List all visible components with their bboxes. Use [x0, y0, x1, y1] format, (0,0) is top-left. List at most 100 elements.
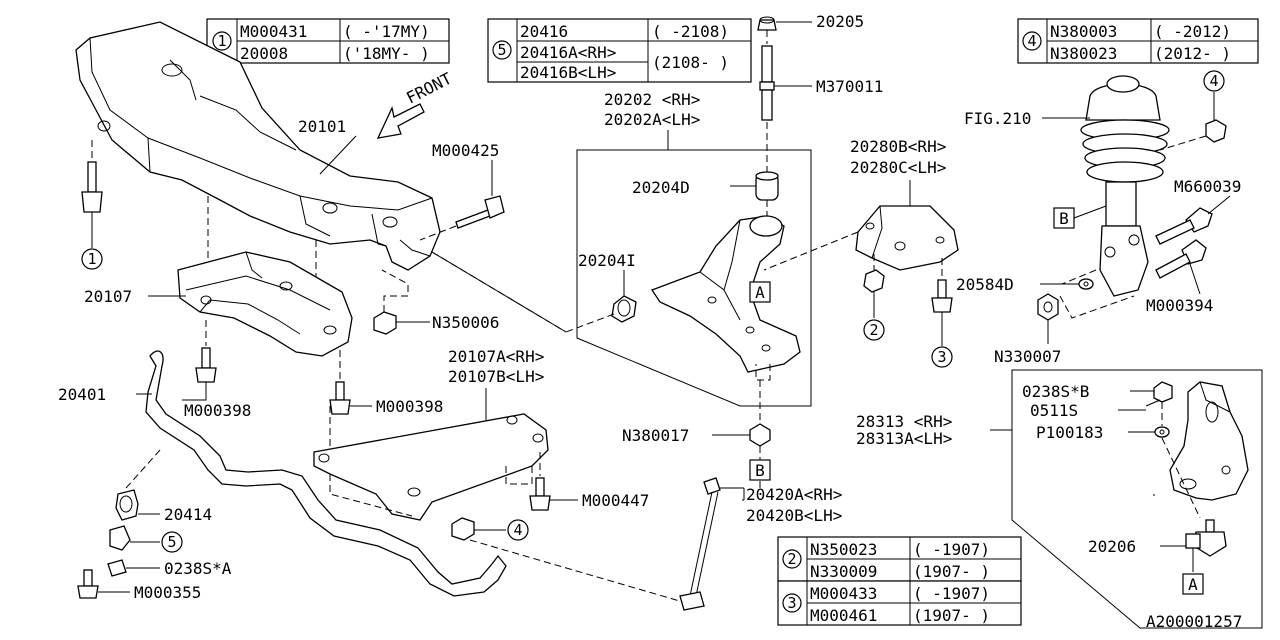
- table-4-range-2: (2012- ): [1154, 44, 1231, 63]
- table-1: 1 M000431 ( -'17MY) 20008 ('18MY- ): [206, 18, 450, 64]
- table-3-part-1: M000433: [810, 584, 877, 603]
- bushing-20204d: [730, 171, 779, 201]
- pin-0511s: [1118, 399, 1161, 411]
- table-2-part-2: N330009: [810, 562, 877, 581]
- bolt-m370011: [757, 16, 812, 424]
- label-m000355: M000355: [134, 583, 201, 602]
- label-0238s-a: 0238S*A: [164, 559, 232, 578]
- front-arrow: FRONT: [376, 69, 455, 139]
- nut-n330007: [1037, 293, 1059, 344]
- label-m000447: M000447: [582, 491, 649, 510]
- bolt-m000394: [1155, 239, 1207, 295]
- label-20205: 20205: [816, 12, 864, 31]
- label-m000425: M000425: [432, 141, 499, 160]
- ball-joint-20206: [1160, 519, 1227, 572]
- table-2: 2 N350023 ( -1907) N330009 (1907- ): [777, 536, 1022, 582]
- crossmember-20101: [75, 21, 441, 271]
- label-20101: 20101: [298, 117, 346, 136]
- table-4-part-1: N380003: [1050, 22, 1117, 41]
- label-p100183: P100183: [1036, 423, 1103, 442]
- table-5: 5 20416 ( -2108) 20416A<RH> 20416B<LH> (…: [487, 18, 752, 83]
- label-20420a: 20420A<RH>: [746, 485, 842, 504]
- bolt-m000398-upper: [182, 320, 217, 401]
- label-20584d: 20584D: [956, 275, 1014, 294]
- lower-arm-box: [576, 130, 812, 407]
- label-m000394: M000394: [1146, 296, 1213, 315]
- table-4-num: 4: [1027, 32, 1036, 50]
- label-28313: 28313 <RH>: [856, 412, 952, 431]
- nut-ref-4-lower: 4: [451, 517, 691, 605]
- diagram-id: A200001257: [1146, 612, 1242, 631]
- ref-box-b-lower: B: [749, 459, 771, 481]
- label-20202a: 20202A<LH>: [604, 110, 700, 129]
- nut-n350006: [373, 269, 430, 335]
- ref-5-circle: 5: [167, 533, 176, 551]
- nut-ref-4-upper: 4: [1159, 70, 1227, 151]
- table-1-range-2: ('18MY- ): [343, 44, 430, 63]
- table-4-part-2: N380023: [1050, 44, 1117, 63]
- bolt-m000425: [419, 160, 505, 241]
- label-0238s-b: 0238S*B: [1022, 382, 1089, 401]
- table-3-range-2: (1907- ): [913, 606, 990, 625]
- table-1-num: 1: [217, 32, 226, 50]
- label-28313a: 28313A<LH>: [856, 429, 952, 448]
- ref-b-upper: B: [1059, 209, 1069, 228]
- label-20401: 20401: [58, 385, 106, 404]
- leader-20101: [319, 135, 357, 175]
- ref-4-circle-lower: 4: [513, 521, 522, 539]
- label-m370011: M370011: [816, 77, 883, 96]
- knuckle-28313: [1169, 381, 1249, 501]
- table-3-range-1: ( -1907): [913, 584, 990, 603]
- label-m000398-upper: M000398: [184, 401, 251, 420]
- front-label: FRONT: [403, 69, 455, 108]
- ref-3-circle: 3: [937, 348, 946, 366]
- stabilizer-bar-20401: [136, 350, 507, 597]
- nut-0238s-b: [1130, 381, 1173, 403]
- table-5-part-2: 20416A<RH>: [520, 43, 616, 62]
- label-20202: 20202 <RH>: [604, 90, 700, 109]
- table-2-range-2: (1907- ): [913, 562, 990, 581]
- bracket-20280: [763, 180, 959, 271]
- label-20280c: 20280C<LH>: [850, 158, 946, 177]
- label-20204i: 20204I: [578, 251, 636, 270]
- plate-20107a: [313, 388, 549, 521]
- label-m000398-lower: M000398: [376, 397, 443, 416]
- nut-ref-2: 2: [863, 254, 885, 341]
- table-2-part-1: N350023: [810, 540, 877, 559]
- ref-box-b-upper: B: [1053, 205, 1107, 229]
- bolt-ref-1: 1: [81, 140, 103, 270]
- bracket-ref-5: 5: [109, 525, 183, 553]
- bushing-20414: [115, 449, 161, 521]
- label-20107b: 20107B<LH>: [448, 367, 544, 386]
- table-2-range-1: ( -1907): [913, 540, 990, 559]
- table-5-range-1: ( -2108): [652, 22, 729, 41]
- bolt-m000398-lower: [329, 350, 372, 450]
- strut-assembly: [1042, 75, 1170, 319]
- table-4-range-1: ( -2012): [1154, 22, 1231, 41]
- ref-b-lower: B: [755, 461, 765, 480]
- table-1-range-1: ( -'17MY): [343, 22, 430, 41]
- washer-20584d: [1040, 278, 1094, 290]
- table-3-num: 3: [787, 594, 796, 612]
- ref-box-a-knuckle: A: [1182, 573, 1204, 595]
- ref-4-circle-upper: 4: [1209, 72, 1218, 90]
- label-20414: 20414: [164, 505, 212, 524]
- label-n330007: N330007: [994, 347, 1061, 366]
- ref-2-circle: 2: [869, 321, 878, 339]
- stabilizer-link-20420: [679, 477, 761, 611]
- table-3-part-2: M000461: [810, 606, 877, 625]
- nut-n380017: [712, 423, 771, 460]
- table-5-num: 5: [497, 41, 506, 59]
- bolt-m000355: [77, 569, 130, 599]
- washer-p100183: [1128, 402, 1201, 519]
- table-2-num: 2: [787, 550, 796, 568]
- ref-a-knuckle: A: [1188, 575, 1198, 594]
- bolt-m660039: [1155, 195, 1231, 245]
- table-1-part-1: M000431: [240, 22, 307, 41]
- knuckle-box: [990, 369, 1263, 629]
- ref-box-a-arm: A: [749, 281, 771, 303]
- label-20420b: 20420B<LH>: [746, 506, 842, 525]
- table-5-range-2: (2108- ): [652, 53, 729, 72]
- ref-a-arm: A: [755, 283, 765, 302]
